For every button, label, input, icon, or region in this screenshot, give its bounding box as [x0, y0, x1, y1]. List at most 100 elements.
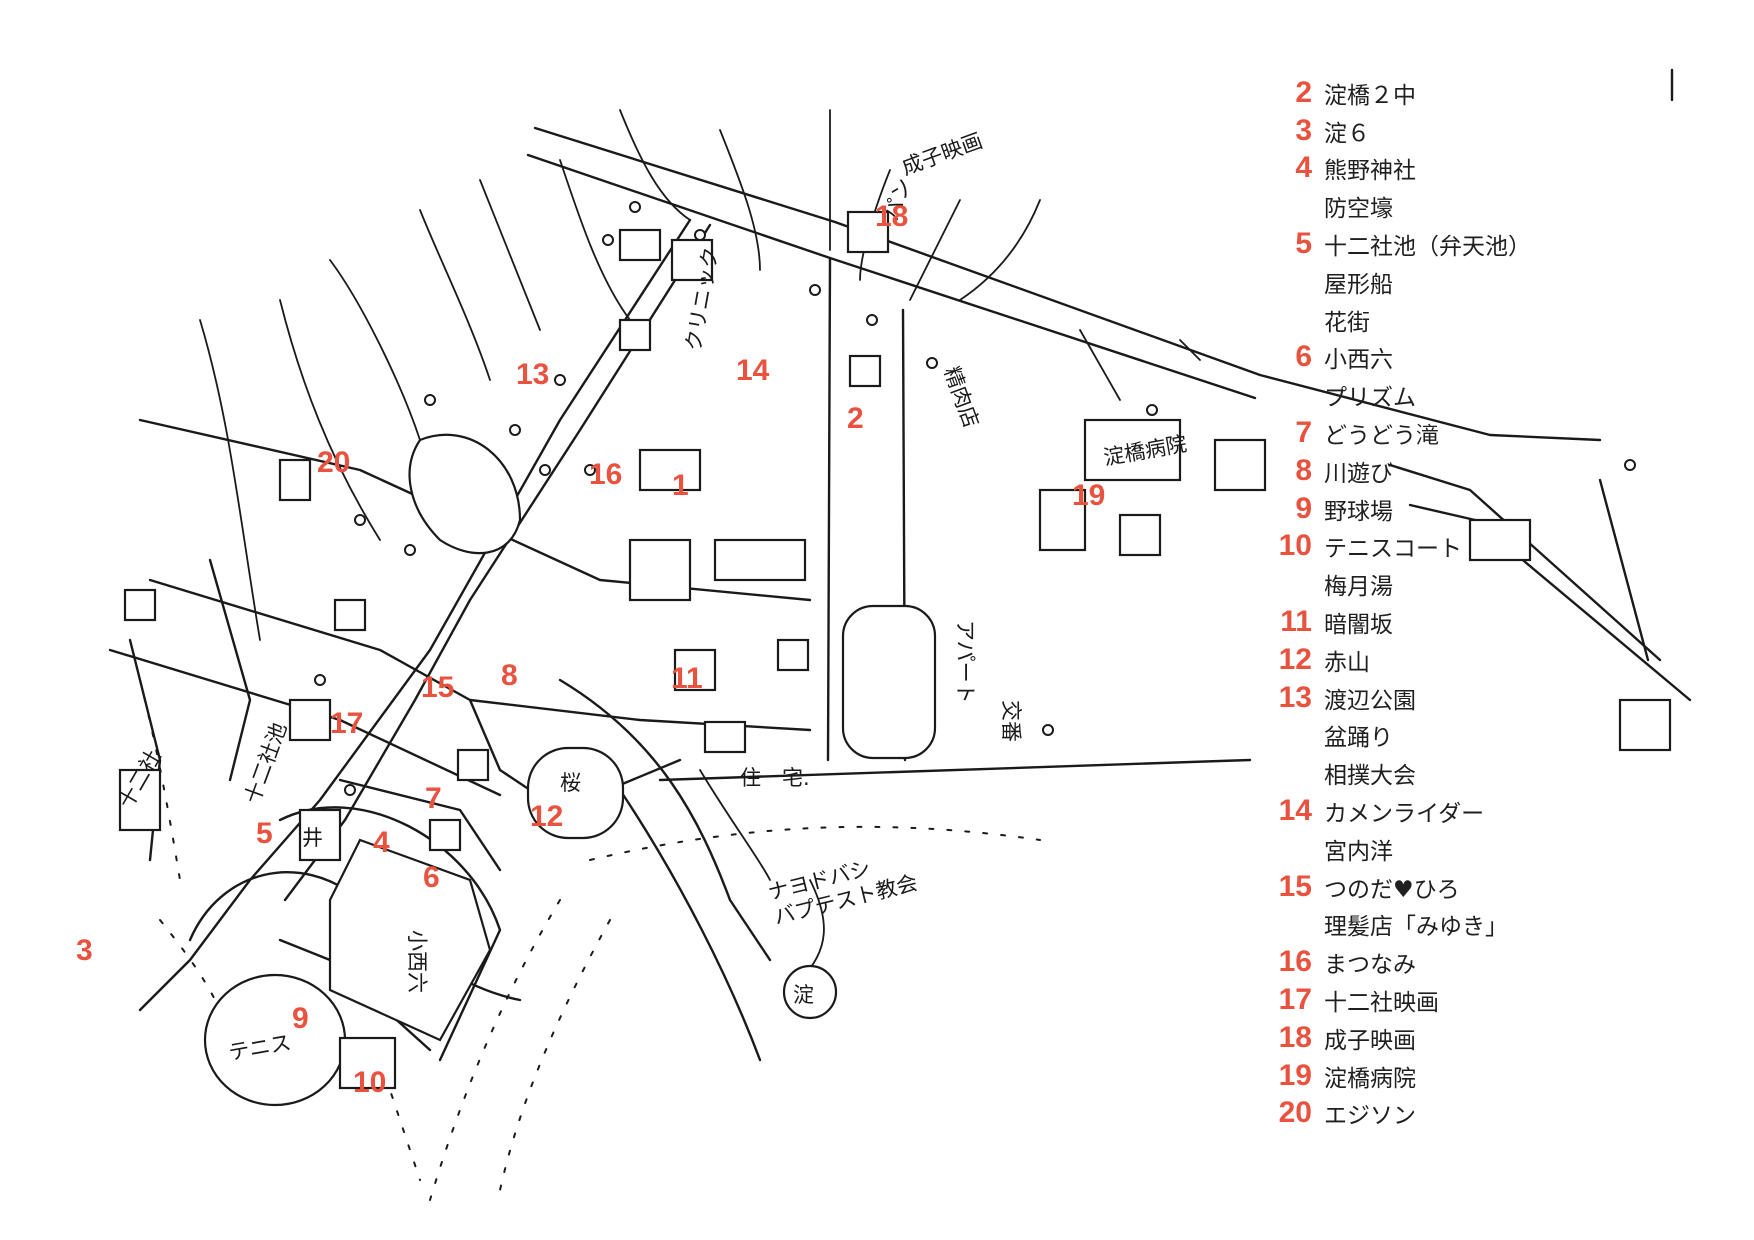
legend-label: 盆踊り — [1324, 725, 1393, 752]
legend-label: 渡辺公園 — [1324, 687, 1416, 714]
legend-label: 成子映画 — [1324, 1027, 1416, 1054]
map-marker[interactable]: 20 — [317, 446, 350, 479]
legend-number: 3 — [1295, 113, 1312, 147]
legend-row: 梅月湯 — [1260, 565, 1660, 603]
legend-number: 6 — [1295, 340, 1312, 374]
map-marker[interactable]: 18 — [875, 200, 908, 233]
legend-number: 14 — [1278, 794, 1312, 828]
legend-row: 8 川遊び — [1260, 452, 1660, 490]
legend-row: 5 十二社池（弁天池） — [1260, 225, 1660, 263]
map-markers: 1 2 3 4 5 6 7 8 9 10 11 12 13 14 15 16 1… — [76, 200, 1105, 1099]
map-marker[interactable]: 5 — [256, 817, 273, 850]
map-marker[interactable]: 10 — [353, 1066, 386, 1099]
legend-label: 小西六 — [1324, 347, 1393, 374]
legend-label: 野球場 — [1324, 498, 1393, 525]
legend-number: 11 — [1280, 605, 1312, 639]
legend-label: 暗闇坂 — [1324, 612, 1393, 639]
legend-label: エジソン — [1324, 1103, 1416, 1130]
legend-row: 花街 — [1260, 301, 1660, 339]
map-marker[interactable]: 19 — [1072, 479, 1105, 512]
legend-row: 6 小西六 — [1260, 339, 1660, 377]
legend-label: 屋形船 — [1324, 271, 1393, 298]
legend-label: カメンライダー — [1324, 801, 1485, 828]
legend-row: 17 十二社映画 — [1260, 981, 1660, 1019]
map-marker[interactable]: 4 — [373, 826, 390, 859]
map-marker[interactable]: 14 — [736, 354, 770, 387]
legend-label: 十二社池（弁天池） — [1324, 234, 1531, 261]
legend-row: 相撲大会 — [1260, 754, 1660, 792]
legend-number: 13 — [1278, 680, 1312, 714]
legend-row: 18 成子映画 — [1260, 1019, 1660, 1057]
legend-label: 十二社映画 — [1324, 990, 1439, 1017]
label-apart: アパート — [953, 620, 977, 704]
label-sakura: 桜 — [560, 771, 581, 795]
label-koban: 交番 — [999, 700, 1023, 742]
legend-label: 宮内洋 — [1324, 838, 1393, 865]
map-marker[interactable]: 15 — [421, 671, 454, 704]
legend-number: 8 — [1295, 453, 1312, 487]
legend-number: 7 — [1295, 416, 1312, 450]
map-marker[interactable]: 2 — [847, 402, 864, 435]
legend-label: 赤山 — [1324, 649, 1370, 676]
legend-row: 9 野球場 — [1260, 490, 1660, 528]
legend-label: 梅月湯 — [1324, 574, 1393, 601]
landmark-dots — [314, 201, 1636, 796]
legend-row: 防空壕 — [1260, 187, 1660, 225]
label-seinikuya: 精肉店 — [939, 364, 983, 431]
legend-label: テニスコート — [1324, 536, 1462, 563]
legend-label: 淀橋２中 — [1324, 82, 1416, 109]
label-yodo: 淀 — [793, 983, 814, 1007]
legend-number: 4 — [1295, 151, 1312, 185]
legend-number: 5 — [1295, 227, 1312, 261]
legend-row: 宮内洋 — [1260, 830, 1660, 868]
map-marker[interactable]: 9 — [292, 1002, 309, 1035]
legend-number: 9 — [1295, 491, 1312, 525]
legend-number: 10 — [1278, 529, 1312, 563]
legend-row: 盆踊り — [1260, 717, 1660, 755]
label-jutaku: 住 宅. — [740, 766, 810, 790]
legend-label: どうどう滝 — [1324, 423, 1439, 450]
legend-label: プリズム — [1324, 385, 1416, 412]
map-marker[interactable]: 6 — [423, 861, 440, 894]
legend-row: 11 暗闇坂 — [1260, 603, 1660, 641]
label-naruko-eiga: 成子映画 — [899, 128, 986, 179]
map-marker[interactable]: 8 — [501, 659, 518, 692]
map-marker[interactable]: 3 — [76, 934, 93, 967]
legend-row: 理髪店「みゆき」 — [1260, 906, 1660, 944]
label-minami-ike: 十二社池 — [240, 720, 291, 807]
map-marker[interactable]: 11 — [671, 662, 703, 695]
legend-label: 淀橋病院 — [1324, 1065, 1416, 1092]
label-church: ナヨドバシバプテスト教会 — [765, 846, 920, 929]
legend-row: プリズム — [1260, 376, 1660, 414]
map-marker[interactable]: 12 — [530, 800, 563, 833]
legend-number: 16 — [1278, 945, 1312, 979]
map-marker[interactable]: 16 — [589, 458, 622, 491]
legend-row: 10 テニスコート — [1260, 528, 1660, 566]
map-marker[interactable]: 13 — [516, 358, 549, 391]
legend-number: 18 — [1278, 1020, 1312, 1054]
map-marker[interactable]: 17 — [330, 707, 363, 740]
legend-label: つのだ♥ひろ — [1324, 876, 1460, 903]
legend-row: 4 熊野神社 — [1260, 150, 1660, 188]
legend-label: まつなみ — [1324, 952, 1416, 979]
label-kumanoi: 井 — [302, 826, 323, 850]
legend-label: 理髪店「みゆき」 — [1324, 914, 1508, 941]
map-marker[interactable]: 7 — [425, 782, 442, 815]
legend-label: 防空壕 — [1324, 196, 1393, 223]
legend-row: 14 カメンライダー — [1260, 792, 1660, 830]
legend-row: 13 渡辺公園 — [1260, 679, 1660, 717]
legend-row: 16 まつなみ — [1260, 943, 1660, 981]
legend-number: 12 — [1278, 642, 1312, 676]
map-marker[interactable]: 1 — [672, 469, 689, 502]
legend-label: 花街 — [1324, 309, 1370, 336]
legend-number: 17 — [1278, 983, 1312, 1017]
legend-label: 相撲大会 — [1324, 763, 1416, 790]
legend-row: 12 赤山 — [1260, 641, 1660, 679]
legend-label: 熊野神社 — [1324, 158, 1416, 185]
legend-label: 川遊び — [1324, 460, 1393, 487]
